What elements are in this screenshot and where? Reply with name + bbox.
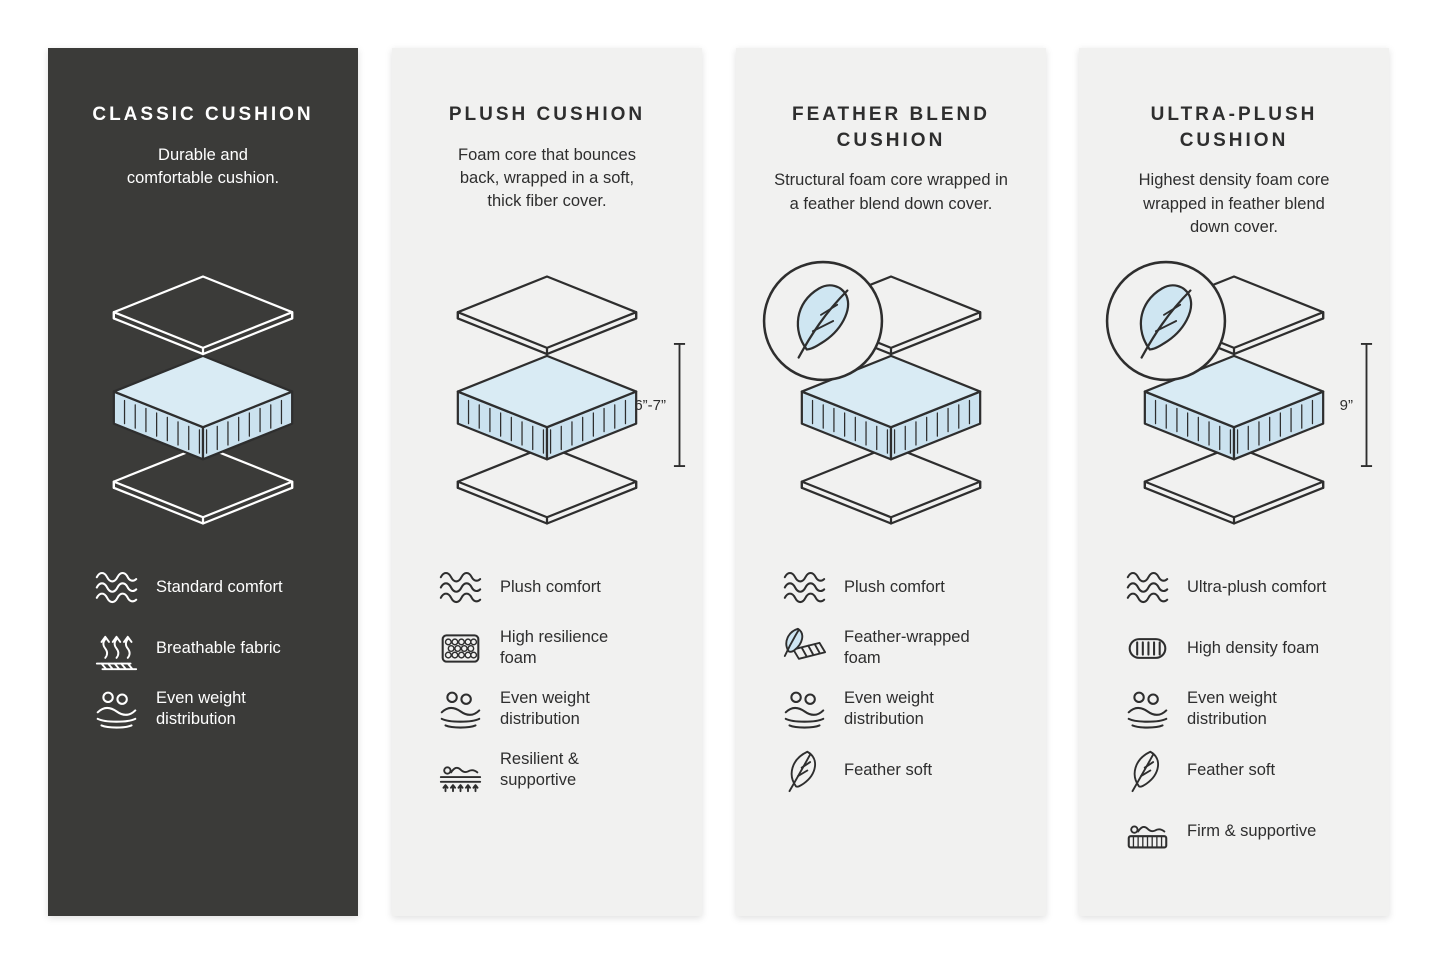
panel-ultra-plush-cushion: ULTRA-PLUSH CUSHION Highest density foam… bbox=[1079, 48, 1389, 916]
feature-item: Firm & supportive bbox=[1125, 808, 1373, 854]
panel-description: Highest density foam core wrapped in fea… bbox=[1138, 171, 1330, 237]
cushion-diagram bbox=[736, 246, 1046, 546]
feature-item: Even weight distribution bbox=[782, 686, 1030, 732]
cushion-layers-icon bbox=[96, 262, 310, 530]
feature-item: Resilient & supportive bbox=[438, 747, 686, 793]
panel-plush-cushion: PLUSH CUSHION Foam core that bounces bac… bbox=[392, 48, 702, 916]
breathable-icon bbox=[94, 626, 139, 671]
firm-supportive-icon bbox=[1125, 809, 1170, 854]
measurement-label: 9” bbox=[1339, 396, 1353, 414]
panel-title: FEATHER BLEND CUSHION bbox=[791, 104, 991, 151]
panel-header: CLASSIC CUSHION Durable and comfortable … bbox=[48, 48, 358, 246]
feature-label: Feather soft bbox=[844, 760, 933, 779]
panel-header: FEATHER BLEND CUSHION Structural foam co… bbox=[736, 48, 1046, 246]
panel-description: Durable and comfortable cushion. bbox=[126, 145, 280, 188]
feature-list: Standard comfort Breathable fabric Even … bbox=[48, 546, 358, 732]
height-measurement: 6”-7” bbox=[634, 342, 686, 468]
feature-item: Breathable fabric bbox=[94, 625, 342, 671]
panel-header: ULTRA-PLUSH CUSHION Highest density foam… bbox=[1079, 48, 1389, 246]
cushion-layers-icon bbox=[440, 262, 654, 530]
wave-icon bbox=[782, 565, 827, 610]
cushion-diagram: 6”-7” bbox=[392, 246, 702, 546]
height-measurement: 9” bbox=[1340, 342, 1373, 468]
feature-item: Feather soft bbox=[1125, 747, 1373, 793]
feature-item: High density foam bbox=[1125, 625, 1373, 671]
feather-icon bbox=[782, 748, 827, 793]
measurement-line-icon bbox=[1360, 342, 1373, 468]
feature-item: Plush comfort bbox=[438, 564, 686, 610]
foam-cells-icon bbox=[438, 626, 483, 671]
feature-label: Even weight distribution bbox=[844, 689, 934, 728]
feature-label: Feather soft bbox=[1187, 760, 1276, 779]
feature-label: Plush comfort bbox=[500, 577, 601, 596]
feather-wrapped-foam-icon bbox=[782, 626, 827, 671]
panel-classic-cushion: CLASSIC CUSHION Durable and comfortable … bbox=[48, 48, 358, 916]
feature-item: Even weight distribution bbox=[438, 686, 686, 732]
feature-item: Standard comfort bbox=[94, 564, 342, 610]
feather-icon bbox=[1125, 748, 1170, 793]
wave-icon bbox=[438, 565, 483, 610]
cushion-diagram bbox=[48, 246, 358, 546]
feature-list: Ultra-plush comfort High density foam Ev… bbox=[1079, 546, 1389, 854]
feature-item: Ultra-plush comfort bbox=[1125, 564, 1373, 610]
panel-title: PLUSH CUSHION bbox=[448, 104, 646, 125]
measurement-line-icon bbox=[673, 342, 686, 468]
feature-item: Feather soft bbox=[782, 747, 1030, 793]
feature-label: Standard comfort bbox=[156, 577, 283, 596]
feature-item: High resilience foam bbox=[438, 625, 686, 671]
measurement-label: 6”-7” bbox=[634, 396, 666, 414]
feature-label: Ultra-plush comfort bbox=[1187, 577, 1327, 596]
panel-description: Structural foam core wrapped in a feathe… bbox=[774, 171, 1008, 213]
density-foam-icon bbox=[1125, 626, 1170, 671]
feature-item: Plush comfort bbox=[782, 564, 1030, 610]
feather-badge-icon bbox=[1103, 258, 1229, 384]
feature-label: Resilient & supportive bbox=[500, 750, 579, 789]
feather-badge-icon bbox=[760, 258, 886, 384]
resilient-supportive-icon bbox=[438, 748, 483, 793]
feature-label: High resilience foam bbox=[500, 628, 609, 667]
feature-label: Plush comfort bbox=[844, 577, 945, 596]
cushion-diagram: 9” bbox=[1079, 246, 1389, 546]
weight-distribution-icon bbox=[94, 687, 139, 732]
feature-item: Even weight distribution bbox=[1125, 686, 1373, 732]
feature-label: High density foam bbox=[1187, 638, 1320, 657]
wave-icon bbox=[94, 565, 139, 610]
feature-label: Even weight distribution bbox=[500, 689, 590, 728]
weight-distribution-icon bbox=[438, 687, 483, 732]
feature-label: Even weight distribution bbox=[156, 689, 246, 728]
weight-distribution-icon bbox=[1125, 687, 1170, 732]
panel-title: CLASSIC CUSHION bbox=[92, 104, 314, 125]
feature-item: Feather-wrapped foam bbox=[782, 625, 1030, 671]
feature-label: Firm & supportive bbox=[1187, 821, 1317, 840]
feature-item: Even weight distribution bbox=[94, 686, 342, 732]
feature-label: Breathable fabric bbox=[156, 638, 281, 657]
weight-distribution-icon bbox=[782, 687, 827, 732]
feature-list: Plush comfort Feather-wrapped foam Even … bbox=[736, 546, 1046, 793]
feature-list: Plush comfort High resilience foam Even … bbox=[392, 546, 702, 793]
panel-header: PLUSH CUSHION Foam core that bounces bac… bbox=[392, 48, 702, 246]
panel-title: ULTRA-PLUSH CUSHION bbox=[1150, 104, 1318, 151]
feature-label: Feather-wrapped foam bbox=[844, 628, 970, 667]
feature-label: Even weight distribution bbox=[1187, 689, 1277, 728]
panel-feather-blend-cushion: FEATHER BLEND CUSHION Structural foam co… bbox=[736, 48, 1046, 916]
wave-icon bbox=[1125, 565, 1170, 610]
panel-description: Foam core that bounces back, wrapped in … bbox=[458, 145, 636, 211]
